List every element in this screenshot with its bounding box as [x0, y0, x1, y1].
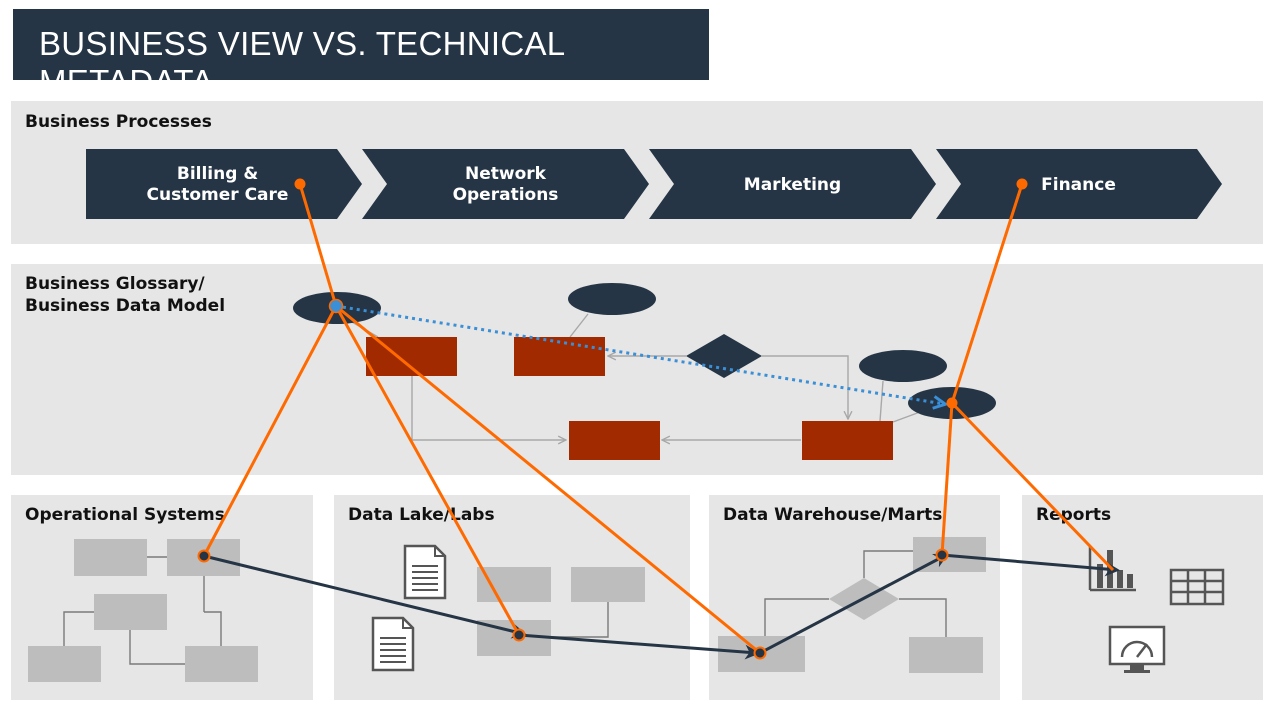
lineage-node: [294, 178, 306, 190]
label-business-processes: Business Processes: [25, 112, 212, 132]
glossary-entity-4: [802, 421, 893, 460]
system-connector: [63, 611, 94, 646]
process-chevron-marketing: [649, 149, 936, 219]
process-chevron-network: [362, 149, 649, 219]
warehouse-connector: [899, 598, 947, 637]
glossary-connector: [879, 380, 884, 422]
label-business-glossary: Business Glossary/ Business Data Model: [25, 274, 226, 316]
process-chevron-billing: [86, 149, 362, 219]
glossary-connector: [762, 355, 848, 419]
system-connector: [129, 630, 185, 665]
lineage-line: [950, 401, 1115, 572]
system-box: [94, 594, 167, 630]
system-box: [185, 646, 258, 682]
system-box: [74, 539, 147, 576]
label-operational-systems: Operational Systems: [25, 505, 225, 525]
data-flow-arrow: [941, 553, 1120, 577]
lineage-line: [950, 183, 1024, 404]
system-connector: [204, 611, 222, 646]
lake-box: [571, 567, 645, 602]
glossary-diamond: [686, 334, 762, 378]
lineage-node: [512, 628, 526, 642]
lineage-node: [935, 548, 949, 562]
lake-connector: [551, 602, 609, 638]
data-flow-arrow: [203, 554, 527, 639]
glossary-entity-3: [569, 421, 660, 460]
page-title: BUSINESS VIEW VS. TECHNICAL METADATA: [39, 25, 565, 100]
glossary-connector: [892, 411, 921, 423]
lineage-line: [298, 183, 338, 307]
warehouse-box: [909, 637, 983, 673]
warehouse-connector: [863, 550, 913, 578]
process-label-network: Network Operations: [452, 164, 559, 205]
lineage-line: [334, 305, 521, 636]
label-data-lake: Data Lake/Labs: [348, 505, 495, 525]
label-data-warehouse: Data Warehouse/Marts: [723, 505, 943, 525]
lineage-line: [202, 305, 338, 557]
process-label-marketing: Marketing: [743, 175, 842, 195]
lineage-node: [328, 298, 344, 314]
lineage-node: [1016, 178, 1028, 190]
glossary-connector: [569, 313, 589, 338]
title-bar: BUSINESS VIEW VS. TECHNICAL METADATA: [13, 9, 709, 100]
data-flow-arrow: [759, 553, 949, 655]
document-icon: [403, 544, 447, 600]
document-icon: [371, 616, 415, 672]
gauge-icon: [1108, 625, 1166, 673]
lineage-node: [753, 646, 767, 660]
table-grid-icon: [1169, 568, 1225, 606]
lake-box: [477, 567, 551, 602]
system-box: [28, 646, 101, 682]
process-label-billing: Billing & Customer Care: [146, 164, 289, 205]
glossary-ellipse-2: [568, 283, 656, 315]
lineage-node: [197, 549, 211, 563]
semantic-link-dotted: [335, 304, 944, 404]
data-flow-arrow: [518, 633, 760, 660]
lineage-line: [940, 402, 954, 556]
warehouse-connector: [764, 598, 829, 636]
glossary-ellipse-3: [859, 350, 947, 382]
process-chevron-finance: [936, 149, 1222, 219]
lineage-line: [335, 304, 761, 655]
process-label-finance: Finance: [1041, 175, 1116, 195]
lineage-node: [946, 397, 958, 409]
